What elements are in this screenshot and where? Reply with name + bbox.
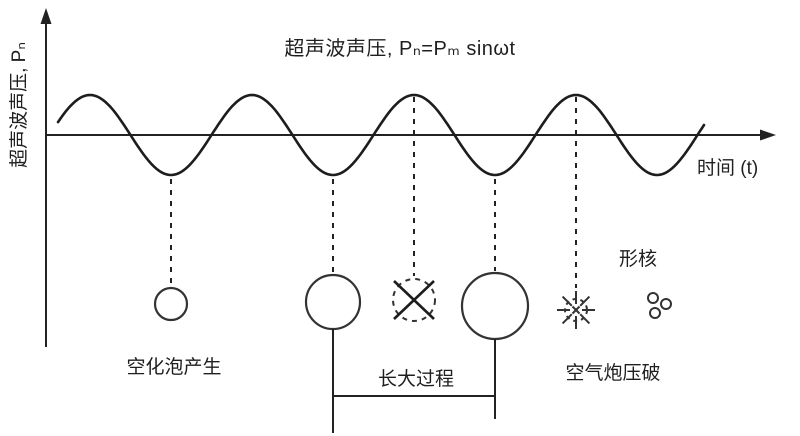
x-axis-arrow-icon [760,129,776,141]
collapsing-bubble [392,278,436,322]
large-bubble [460,271,530,341]
y-axis-label: 超声波声压, Pₙ [9,42,30,168]
label-collapse: 空气炮压破 [565,363,661,384]
burst-icon [557,291,595,329]
label-bubble-generation: 空化泡产生 [126,357,222,378]
small-bubble [153,286,189,322]
y-axis-arrow-icon [40,8,52,24]
dashed-drop-lines [170,97,577,288]
nucleation-dots [647,292,672,319]
growth-bracket [332,329,496,433]
label-nucleation: 形核 [618,249,657,270]
chart-title: 超声波声压, Pₙ=Pₘ sinωt [284,38,516,60]
sine-wave [56,93,706,177]
label-growth-process: 长大过程 [377,369,454,390]
x-axis-label: 时间 (t) [697,158,759,179]
medium-bubble [304,273,362,331]
